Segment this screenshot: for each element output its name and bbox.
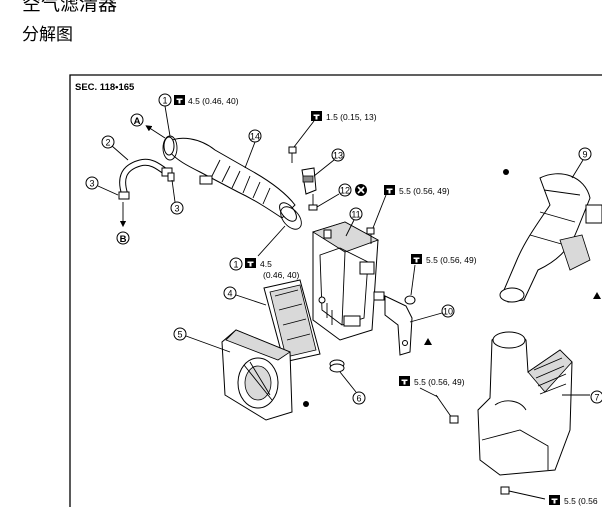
callout-2 [101,135,115,149]
torque-label-5a: 4.5 [260,259,272,269]
callout-3-left [85,176,99,190]
resonator-duct-part [499,173,602,303]
torque-label-5b: (0.46, 40) [263,270,300,280]
bolt-small [288,146,297,163]
svg-text:9: 9 [582,150,587,160]
grommet-part [329,359,345,373]
letter-b-circle [116,231,130,245]
svg-text:6: 6 [356,394,361,404]
section-label: SEC. 118•165 [75,82,135,93]
air-cleaner-upper-housing [312,221,385,341]
svg-text:7: 7 [594,393,599,403]
callout-9 [578,147,592,161]
callout-1-lower [229,257,243,271]
svg-text:13: 13 [333,151,343,161]
air-cleaner-lower-housing [221,329,293,421]
sensor-part [301,167,318,211]
callout-10 [441,304,455,318]
svg-text:14: 14 [250,132,260,142]
letter-a: A [134,116,141,127]
filter-element-part [263,279,321,363]
svg-text:4: 4 [227,289,232,299]
svg-text:2: 2 [105,138,110,148]
svg-text:3: 3 [89,179,94,189]
callout-13 [331,148,345,162]
svg-text:10: 10 [443,307,453,317]
callout-12 [338,183,352,197]
clamp-lower [280,206,302,230]
letter-b: B [120,234,127,245]
svg-text:1: 1 [233,260,238,270]
page-subtitle: 分解图 [22,25,73,45]
svg-text:12: 12 [340,186,350,196]
svg-text:1: 1 [162,96,167,106]
callout-6 [352,391,366,405]
diagram-frame [69,74,602,507]
torque-label-4: 5.5 (0.56, 49) [426,255,477,265]
torque-label-1: 4.5 (0.46, 40) [188,96,239,106]
triangle-mark-1 [424,338,432,345]
callout-3-right [170,201,184,215]
callout-7 [590,390,602,404]
reference-dot-1 [303,401,309,407]
torque-label-7: 5.5 (0.56 [564,496,598,506]
do-not-reuse-icon [355,184,367,196]
torque-label-6: 5.5 (0.56, 49) [414,377,465,387]
bolt-housing [366,227,375,244]
reference-dot-2 [503,169,509,175]
arrow-a [145,125,166,139]
callout-11 [349,207,363,221]
hose-part [118,158,173,200]
triangle-mark-2 [593,292,601,299]
torque-label-3: 5.5 (0.56, 49) [399,186,450,196]
bolt-lower-left [435,394,459,424]
svg-text:11: 11 [351,210,360,220]
callout-4 [223,286,237,300]
clip-part [167,172,175,182]
bracket-part [384,295,416,356]
svg-text:3: 3 [174,204,179,214]
torque-wrench-icon [174,95,185,105]
air-duct-part [477,331,573,476]
torque-label-2: 1.5 (0.15, 13) [326,112,377,122]
bolt-lower-bottom [500,486,546,500]
svg-text:5: 5 [177,330,182,340]
letter-a-circle [130,113,144,127]
intake-duct-part [163,136,297,222]
callout-5 [173,327,187,341]
page-title: 空气滤清器 [22,0,118,15]
